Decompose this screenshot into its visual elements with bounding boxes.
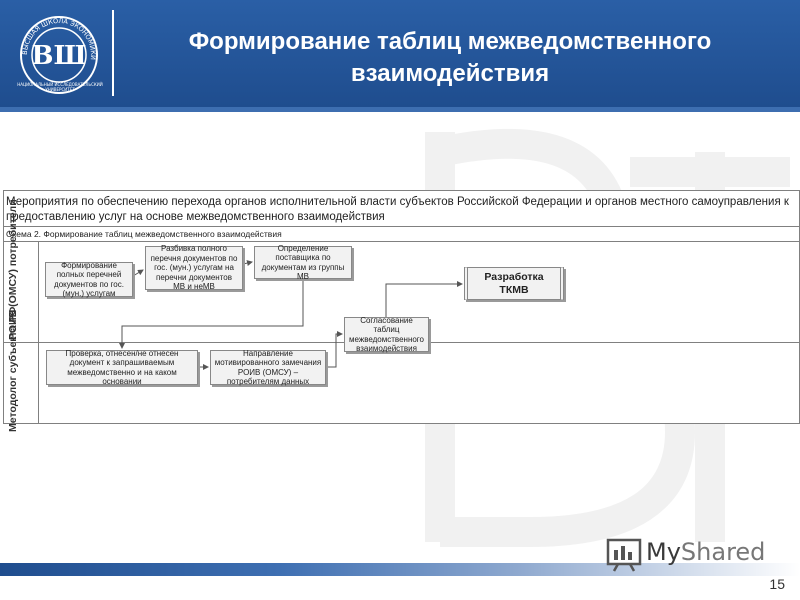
arrow-b7-b5	[326, 331, 343, 368]
process-box-approve-tables: Согласование таблиц межведомственного вз…	[344, 315, 429, 354]
logo-caption: НАЦИОНАЛЬНЫЙ ИССЛЕДОВАТЕЛЬСКИЙ УНИВЕРСИТ…	[17, 82, 103, 92]
process-box-send-remark: Направление мотивированного замечания РО…	[210, 348, 326, 387]
process-box-label: Разбивка полного перечня документов по г…	[150, 244, 238, 292]
arrow-b2-b3	[242, 260, 253, 267]
process-box-define-supplier: Определение поставщика по документам из …	[254, 243, 352, 282]
page-title: Формирование таблиц межведомственного вз…	[188, 28, 712, 87]
process-box-check-document: Проверка, отнесен/не отнесен документ к …	[46, 348, 198, 387]
myshared-brand[interactable]: MyShared	[646, 538, 765, 566]
header-underline	[0, 107, 800, 112]
process-box-label: Проверка, отнесен/не отнесен документ к …	[65, 348, 179, 387]
header-divider	[112, 10, 114, 96]
brand-main: My	[646, 538, 681, 566]
process-box-label: Согласование таблиц межведомственного вз…	[348, 315, 424, 354]
page-number: 15	[769, 576, 785, 592]
process-box-form-lists: Формирование полных перечней документов …	[45, 260, 133, 299]
process-box-label: Определение поставщика по документам из …	[261, 243, 345, 282]
myshared-logo-icon	[606, 538, 642, 572]
footer-bar	[0, 563, 800, 576]
diagram-subtitle: Схема 2. Формирование таблиц межведомств…	[6, 229, 282, 239]
hse-logo-icon: ВЫСШАЯ ШКОЛА ЭКОНОМИКИ ВШ	[20, 16, 98, 94]
diagram-frame	[3, 190, 800, 424]
process-box-label: Направление мотивированного замечания РО…	[214, 348, 322, 387]
process-box-label: Разработка ТКМВ	[484, 270, 544, 296]
logo-mark: ВШ	[32, 41, 87, 71]
arrow-b5-b4	[385, 281, 463, 317]
lane-label-column	[3, 241, 39, 424]
process-box-label: Формирование полных перечней документов …	[54, 260, 124, 299]
header-bar	[0, 0, 800, 107]
process-box-split-lists: Разбивка полного перечня документов по г…	[145, 244, 243, 292]
arrow-b1-b2	[132, 269, 144, 277]
arrow-b3-b6	[119, 279, 304, 349]
diagram-title: Мероприятия по обеспечению перехода орга…	[6, 196, 789, 223]
diagram-divider	[3, 226, 800, 227]
diagram-divider	[3, 241, 800, 242]
brand-sub: Shared	[680, 538, 766, 566]
process-box-develop-tkmv: Разработка ТКМВ	[464, 267, 564, 300]
